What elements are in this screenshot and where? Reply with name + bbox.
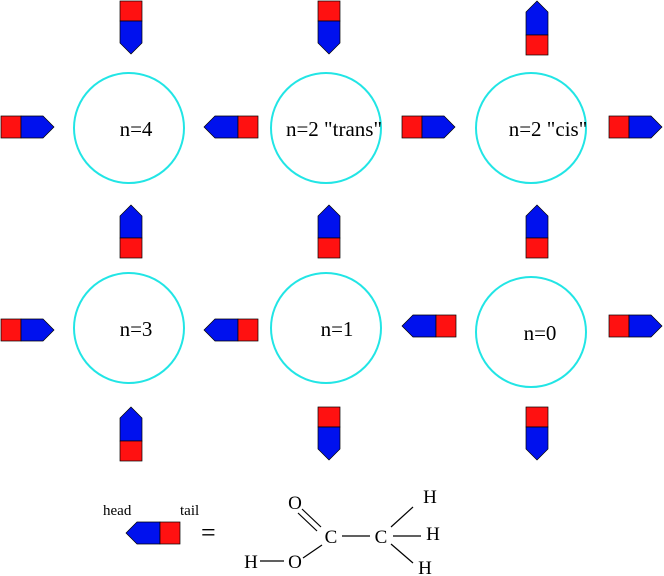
site-label: n=0: [524, 321, 557, 345]
molecule-arrow: [119, 204, 143, 259]
molecule-arrow: [317, 204, 341, 259]
molecule-arrow: [119, 0, 143, 55]
site-circle-n3: [73, 272, 185, 384]
atom-hydrogen: H: [423, 487, 437, 508]
molecule-arrow: [525, 0, 549, 56]
legend-equals-sign: =: [201, 518, 216, 547]
site-circle-n0: [475, 276, 587, 388]
molecule-arrow: [525, 204, 549, 259]
molecule-arrow: [0, 318, 55, 342]
molecule-arrow: [608, 314, 663, 338]
site-label: n=3: [120, 317, 153, 341]
atom-oxygen-hydroxyl: O: [288, 552, 302, 573]
bond-co-double-a: [301, 508, 322, 528]
site-label: n=1: [321, 317, 354, 341]
bond-ch-lower: [390, 543, 414, 564]
legend: head tail =: [103, 503, 216, 547]
molecule-bonds: [260, 506, 421, 564]
site-circle-n4: [73, 72, 185, 184]
molecule-arrow: [401, 314, 457, 338]
sites: [73, 72, 587, 388]
site-labels: n=4 n=2 "trans" n=2 "cis" n=3 n=1 n=0: [120, 117, 588, 345]
acetic-acid-structure: O C C H H H H O: [244, 487, 440, 576]
bond-c-oh: [302, 544, 323, 559]
molecule-arrow: [317, 0, 341, 55]
legend-head-label: head: [103, 503, 132, 519]
site-label: n=4: [120, 117, 153, 141]
site-circle-n2-trans: [270, 72, 382, 184]
site-label: n=2 "cis": [509, 117, 588, 141]
site-circle-n2-cis: [475, 72, 587, 184]
molecule-arrow: [525, 406, 549, 461]
atom-hydrogen: H: [418, 558, 432, 576]
legend-molecule-arrow: [125, 521, 181, 545]
legend-tail-label: tail: [180, 503, 199, 519]
molecule-arrow: [401, 115, 456, 139]
atom-hydrogen: H: [426, 524, 440, 545]
molecule-arrows: [0, 0, 663, 462]
molecule-arrow: [317, 406, 341, 461]
atom-carbon-methyl: C: [375, 527, 388, 548]
site-circle-n1: [270, 272, 382, 384]
molecule-arrow: [0, 115, 55, 139]
bond-co-double-b: [297, 512, 318, 532]
atom-oxygen-carbonyl: O: [288, 493, 302, 514]
molecule-arrow: [203, 115, 259, 139]
bond-ch-upper: [390, 506, 414, 528]
molecule-arrow: [203, 318, 259, 342]
molecule-arrow: [608, 115, 663, 139]
site-label: n=2 "trans": [286, 117, 382, 141]
atom-carbon-carboxyl: C: [325, 527, 338, 548]
atom-hydrogen-hydroxyl: H: [244, 552, 258, 573]
molecule-arrow: [119, 406, 143, 462]
